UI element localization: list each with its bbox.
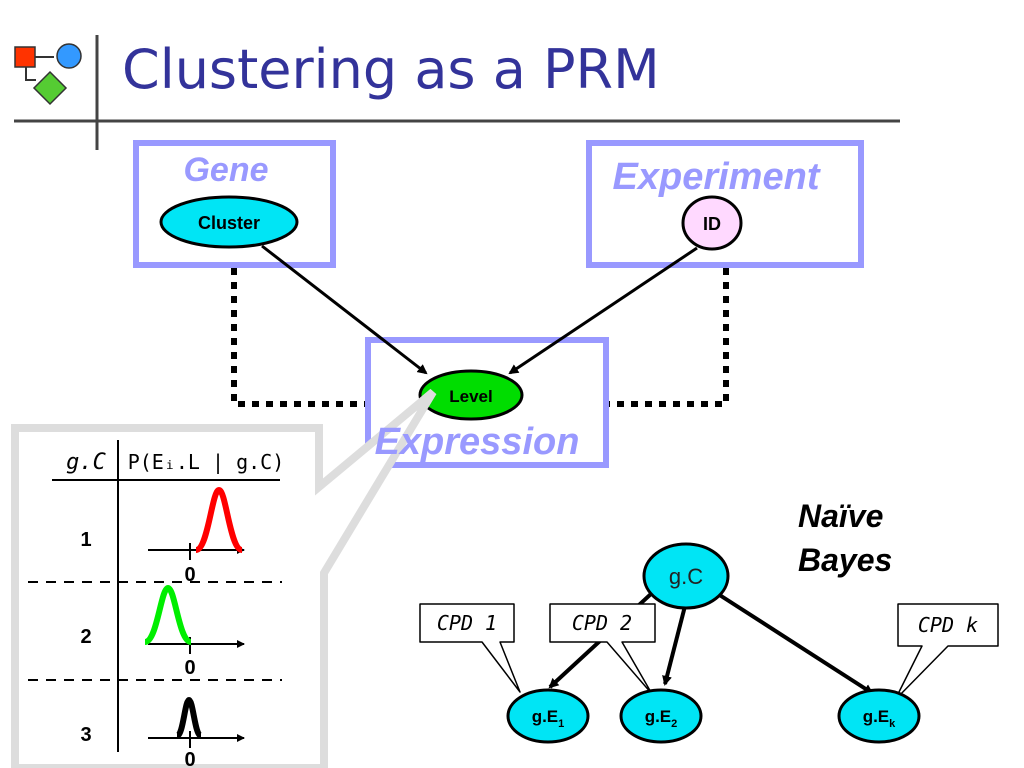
ge1-node-label: g.E1: [532, 707, 565, 730]
gek-node-base: g.E: [863, 707, 889, 726]
cpd-row-label: 3: [80, 724, 91, 746]
gc-node-label: g.C: [669, 564, 703, 589]
cpd2-label: CPD 2: [572, 611, 632, 635]
level-attribute-node[interactable]: [418, 369, 524, 421]
level-attribute-label: Level: [449, 387, 492, 406]
experiment-class-box: [586, 140, 864, 268]
ge2-node-label: g.E2: [645, 707, 678, 730]
id-attribute-node[interactable]: [681, 195, 743, 251]
cpd-row-gaussian-red: [194, 486, 244, 553]
cluster-attribute-node[interactable]: [159, 195, 299, 249]
expression-class-label: Expression: [375, 421, 580, 463]
ge2-node[interactable]: [619, 688, 703, 744]
cpdk-label: CPD k: [918, 613, 978, 637]
cpd-table-col2-header: P(Eᵢ.L | g.C): [128, 450, 285, 474]
gek-node-label: g.Ek: [863, 707, 896, 730]
logo-icon: [14, 43, 82, 106]
cpd-callout-frame: [11, 388, 437, 768]
cpd-row-label: 2: [80, 626, 91, 648]
cpd1-callout: [419, 603, 521, 693]
gc-to-gek-arrow: [716, 592, 874, 695]
cpd-row-tick-label: 0: [184, 564, 195, 586]
cpd1-label: CPD 1: [437, 611, 497, 635]
cpd-row-tick-label: 0: [184, 749, 195, 768]
id-attribute-label: ID: [703, 214, 721, 234]
cpd2-callout: [549, 603, 656, 695]
naive-bayes-title-line1: Naïve: [798, 498, 883, 534]
cpd-row-gaussian-green: [143, 584, 193, 645]
experiment-class-label: Experiment: [613, 156, 821, 198]
gc-node[interactable]: [642, 542, 730, 610]
ge1-node[interactable]: [506, 688, 590, 744]
expression-class-box: [365, 337, 609, 468]
cluster-attribute-label: Cluster: [198, 213, 260, 233]
ge1-node-sub: 1: [558, 718, 564, 730]
cpdk-callout: [894, 603, 999, 701]
page-title: Clustering as a PRM: [122, 38, 660, 101]
gek-node[interactable]: [837, 688, 921, 744]
gene-class-box: [133, 140, 336, 268]
cpd-row-tick-label: 0: [184, 657, 195, 679]
id-to-level-arrow: [508, 246, 698, 375]
ge2-node-sub: 2: [671, 718, 677, 730]
cluster-to-level-arrow: [261, 244, 428, 375]
naive-bayes-title-line2: Bayes: [798, 542, 892, 578]
cpd-row-label: 1: [80, 529, 91, 551]
gene-expression-dotted-link: [231, 268, 368, 407]
ge1-node-base: g.E: [532, 707, 558, 726]
gc-to-ge2-arrow: [662, 605, 687, 686]
gek-node-sub: k: [889, 718, 896, 730]
experiment-expression-dotted-link: [608, 268, 729, 407]
cpd-table-col1-header: g.C: [66, 450, 106, 475]
gene-class-label: Gene: [183, 151, 268, 189]
ge2-node-base: g.E: [645, 707, 671, 726]
cpd-row-gaussian-black: [175, 696, 203, 739]
